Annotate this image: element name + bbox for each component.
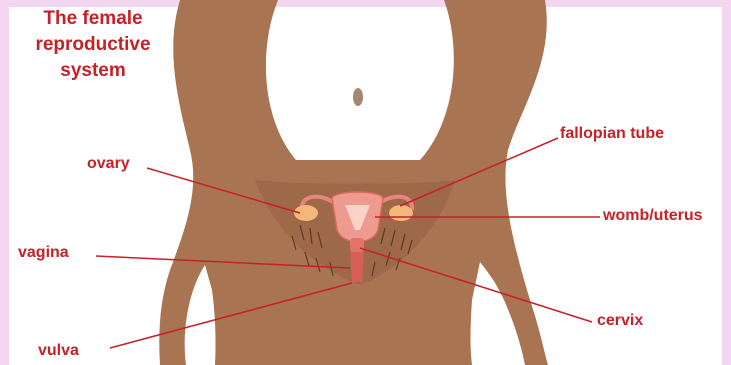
title-line-2: reproductive <box>18 32 168 58</box>
navel <box>353 88 363 106</box>
title-line-3: system <box>18 58 168 84</box>
vagina-shape <box>350 252 364 282</box>
label-vagina: vagina <box>18 244 69 262</box>
torso-silhouette <box>159 0 548 365</box>
label-womb-uterus: womb/uterus <box>603 207 703 225</box>
cervix-shape <box>350 238 364 252</box>
label-vulva: vulva <box>38 342 79 360</box>
label-ovary: ovary <box>87 155 130 173</box>
label-cervix: cervix <box>597 312 643 330</box>
page-title: The female reproductive system <box>18 6 168 84</box>
title-line-1: The female <box>18 6 168 32</box>
right-ovary <box>389 205 413 221</box>
label-fallopian-tube: fallopian tube <box>560 125 664 143</box>
